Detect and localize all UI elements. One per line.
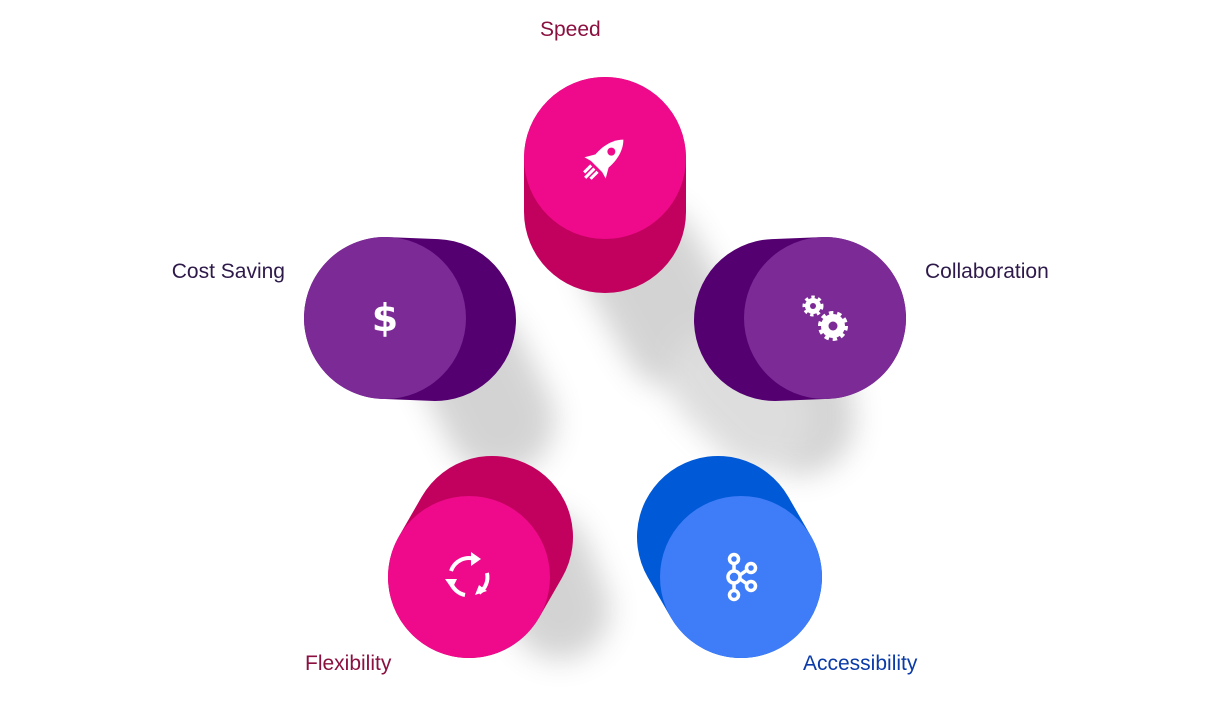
- rocket-icon: [583, 139, 624, 180]
- refresh-cycle-icon: [445, 552, 490, 597]
- label-cost-saving: Cost Saving: [171, 260, 285, 283]
- dollar-icon: $: [372, 296, 398, 340]
- label-accessibility: Accessibility: [803, 652, 918, 675]
- cylinder-accessibility: [637, 456, 822, 658]
- label-speed: Speed: [540, 18, 601, 41]
- cylinder-speed: [524, 77, 686, 293]
- cylinder-flexibility: [388, 456, 573, 658]
- label-collaboration: Collaboration: [925, 260, 1049, 283]
- label-flexibility: Flexibility: [305, 652, 392, 675]
- cylinder-collaboration: [694, 237, 906, 401]
- cylinder-face: [388, 496, 550, 658]
- cylinder-cost-saving: $: [304, 237, 516, 401]
- cylinder-face: [304, 237, 466, 399]
- gears-icon: [802, 295, 848, 341]
- network-nodes-icon: [726, 552, 758, 602]
- svg-text:$: $: [372, 296, 398, 340]
